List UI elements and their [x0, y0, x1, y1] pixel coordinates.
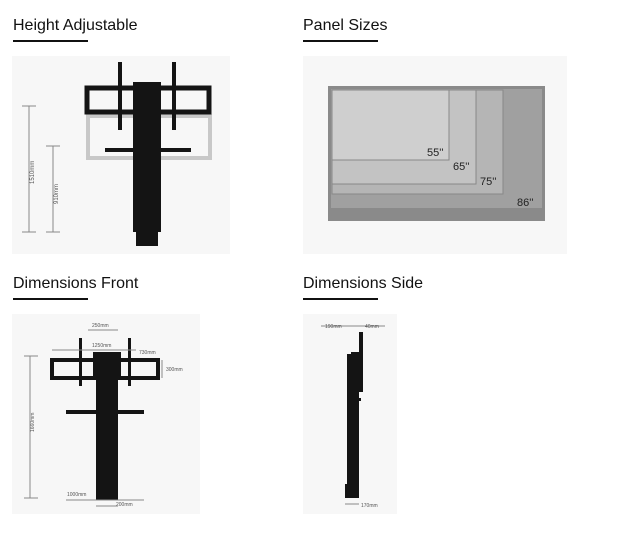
column-base: [136, 232, 158, 246]
label-55: 55'': [427, 147, 443, 159]
dim-total-height: 1510mm: [30, 161, 36, 184]
dim-width: 1250mm: [92, 343, 111, 349]
shelf: [66, 410, 144, 414]
heading-underline: [13, 298, 88, 300]
label-86: 86'': [517, 197, 533, 209]
column-base: [345, 484, 359, 498]
heading-underline: [303, 40, 378, 42]
dimensions-front-image: 250mm 1250mm 730mm 300mm 1660mm 1000mm 2…: [12, 314, 200, 514]
vesa-rail: [128, 338, 131, 386]
mount-head: [351, 352, 361, 372]
shelf: [105, 148, 191, 152]
dim-mount: 40mm: [365, 324, 379, 330]
heading-underline: [303, 298, 378, 300]
label-65: 65'': [453, 161, 469, 173]
heading-dimensions-front: Dimensions Front: [13, 275, 139, 292]
column: [347, 354, 359, 496]
dim-height: 1660mm: [30, 413, 36, 432]
dim-base: 170mm: [361, 503, 378, 509]
heading-panel-sizes: Panel Sizes: [303, 17, 388, 34]
dimensions-side-diagram: 190mm 40mm 170mm: [321, 324, 385, 509]
dim-bracket: 300mm: [166, 367, 183, 373]
heading-height-adjustable: Height Adjustable: [13, 17, 138, 34]
dim-travel: 910mm: [54, 184, 60, 204]
height-adjustable-image: 1510mm 910mm: [12, 56, 230, 254]
column-head: [93, 352, 121, 376]
tv-bracket: [50, 358, 160, 380]
heading-dimensions-side: Dimensions Side: [303, 275, 424, 292]
height-adjustable-diagram: 1510mm 910mm: [22, 62, 212, 246]
label-75: 75'': [480, 176, 496, 188]
column: [133, 82, 161, 232]
heading-underline: [13, 40, 88, 42]
dim-top: 250mm: [92, 323, 109, 329]
screen-55: [331, 89, 450, 161]
dimensions-front-diagram: 250mm 1250mm 730mm 300mm 1660mm 1000mm 2…: [24, 323, 183, 508]
vesa-rail: [118, 62, 122, 130]
vesa-rail: [79, 338, 82, 386]
tv-bracket: [84, 85, 212, 115]
vesa-rail: [172, 62, 176, 130]
column-base: [98, 484, 116, 498]
dim-depth: 190mm: [325, 324, 342, 330]
panel-sizes-diagram: 55'' 65'' 75'' 86'': [328, 86, 545, 221]
dim-base: 200mm: [116, 502, 133, 508]
panel-sizes-image: 55'' 65'' 75'' 86'': [303, 56, 567, 254]
dim-base-width: 1000mm: [67, 492, 86, 498]
dimensions-side-image: 190mm 40mm 170mm: [303, 314, 397, 514]
column: [96, 354, 118, 500]
shelf-arm: [347, 398, 361, 401]
dim-offset: 730mm: [139, 350, 156, 356]
